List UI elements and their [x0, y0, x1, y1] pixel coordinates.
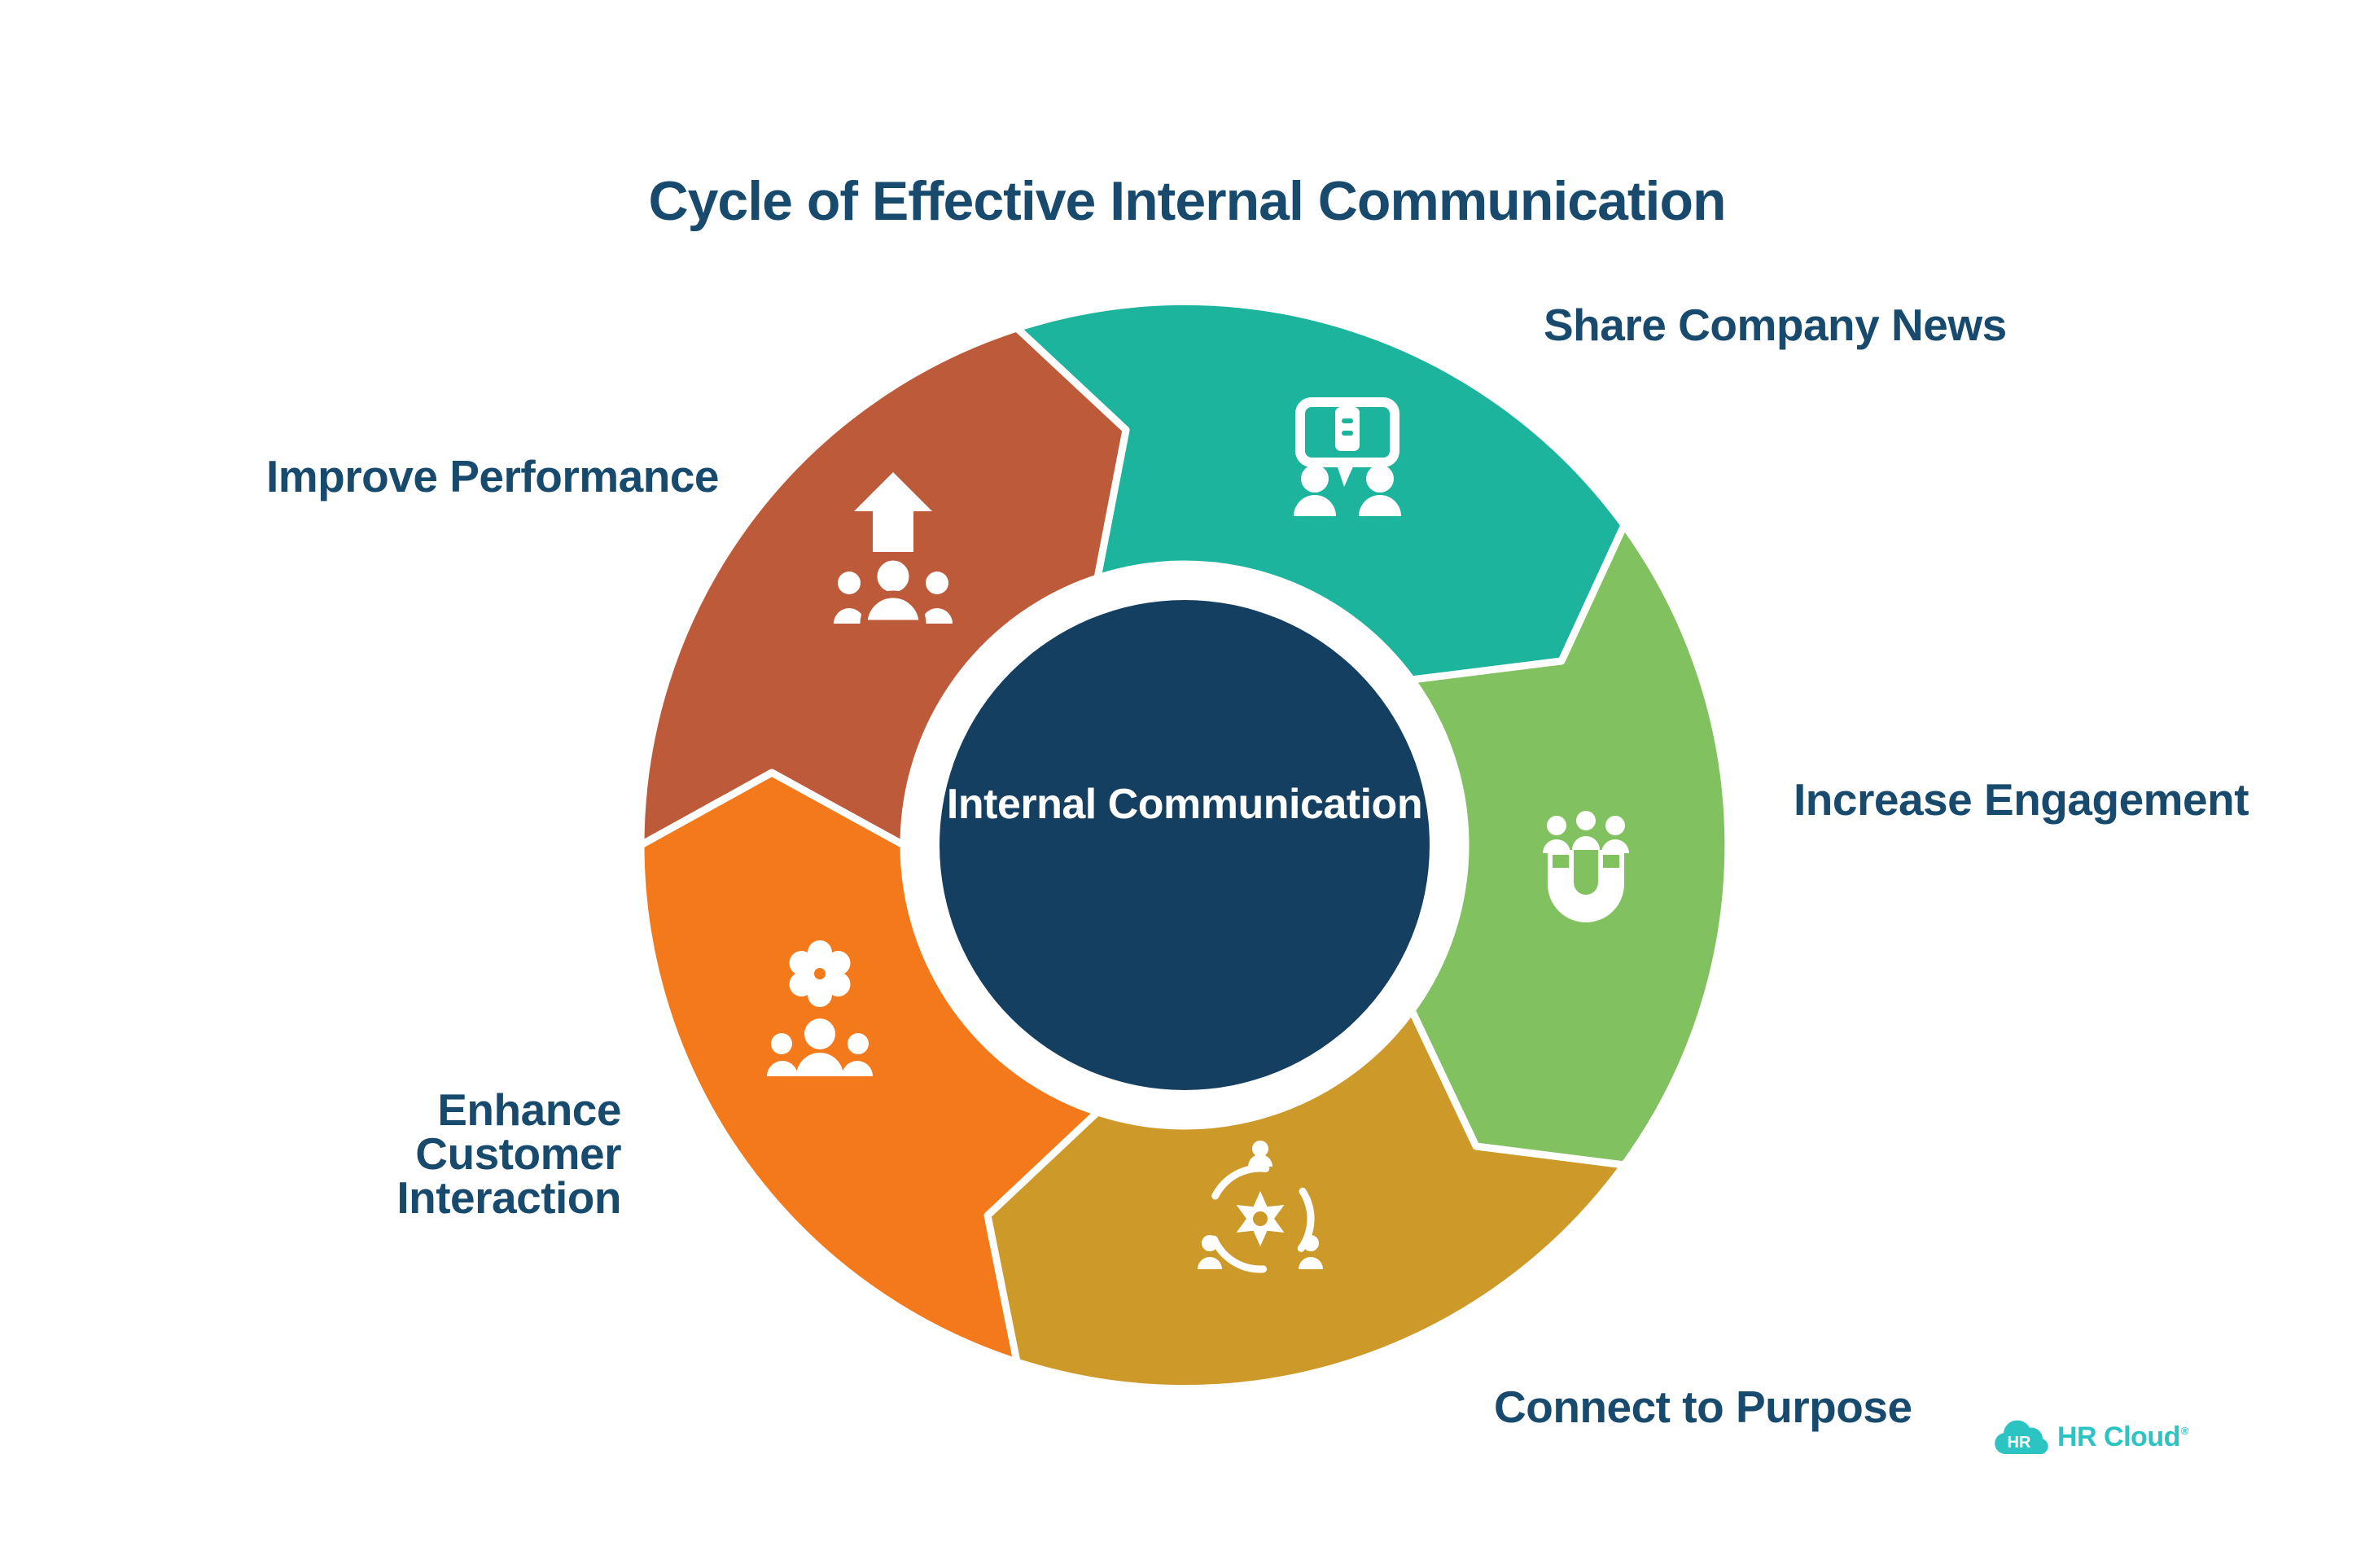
hr-badge-text: HR: [2008, 1434, 2031, 1452]
segment-increase-engagement: [1408, 521, 1732, 1169]
people-conversation-icon: [1294, 397, 1401, 516]
flower-team-icon: [767, 940, 873, 1076]
label-improve-performance: Improve Performance: [266, 451, 720, 501]
label-increase-engagement: Increase Engagement: [1794, 774, 2249, 825]
hr-cloud-wordmark: HR Cloud: [2057, 1421, 2180, 1452]
label-share-company-news: Share Company News: [1544, 300, 2007, 350]
magnet-attract-icon: [1543, 811, 1629, 922]
page-title: Cycle of Effective Internal Communicatio…: [648, 170, 1726, 232]
hr-cloud-badge-icon: HR: [1995, 1420, 2048, 1455]
hr-cloud-logo: HR HR Cloud®: [1994, 1415, 2188, 1459]
label-enhance-line2: Interaction: [396, 1172, 621, 1223]
label-enhance-line1: Enhance Customer: [415, 1084, 621, 1179]
growth-arrow-people-icon: [834, 472, 953, 628]
center-circle: [940, 600, 1430, 1090]
people-network-gear-icon: [1198, 1141, 1323, 1273]
trademark-symbol: ®: [2180, 1424, 2189, 1437]
center-label: Internal Communication: [946, 781, 1423, 828]
label-connect-to-purpose: Connect to Purpose: [1494, 1382, 1912, 1432]
